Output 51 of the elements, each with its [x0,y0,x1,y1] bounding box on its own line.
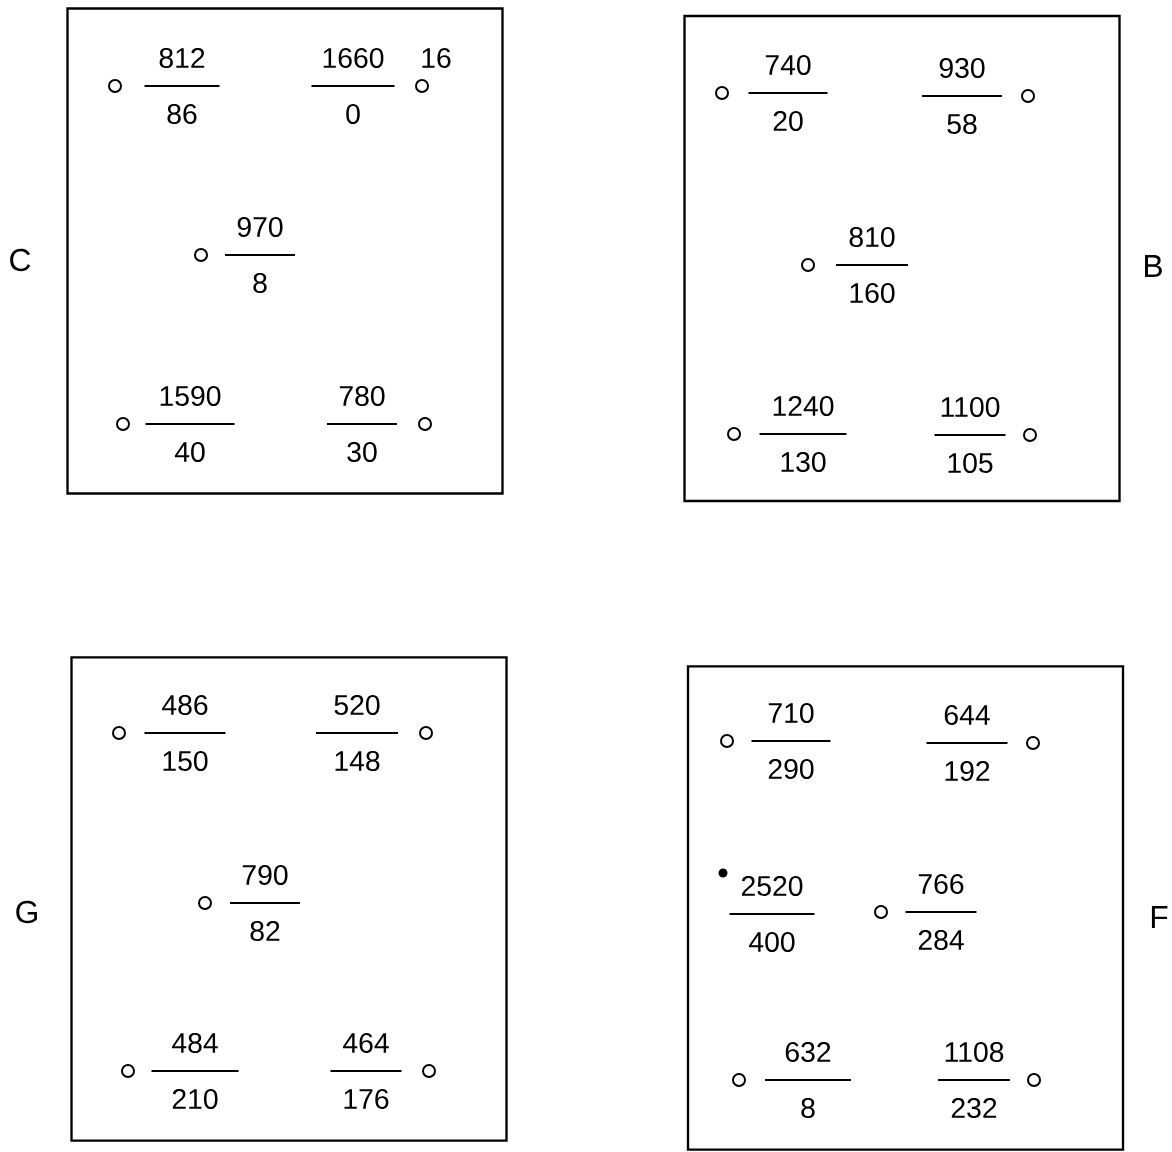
denominator: 82 [250,920,280,942]
denominator: 0 [346,103,360,125]
numerator: 970 [237,216,283,238]
side-number: 16 [422,47,451,69]
denominator: 86 [167,103,197,125]
denominator: 148 [335,750,380,772]
numerator: 1240 [773,395,834,417]
denominator: 20 [773,110,803,132]
numerator: 644 [944,704,990,726]
numerator: 632 [785,1041,831,1063]
denominator: 210 [172,1088,218,1110]
denominator: 232 [951,1097,997,1119]
numerator: 740 [765,54,811,76]
panel-box [70,656,508,1142]
denominator: 58 [947,113,977,135]
numerator: 520 [334,694,380,716]
panel-letter: C [10,248,31,272]
numerator: 930 [939,57,985,79]
numerator: 2520 [741,875,803,897]
numerator: 766 [918,873,964,895]
numerator: 486 [162,694,208,716]
denominator: 150 [163,750,208,772]
numerator: 484 [172,1032,218,1054]
numerator: 1660 [323,47,384,69]
numerator: 464 [343,1032,389,1054]
panel-box [66,7,504,495]
denominator: 284 [918,929,964,951]
panel-letter: F [1151,906,1168,928]
panel-box [686,665,1125,1151]
denominator: 160 [850,282,895,304]
numerator: 780 [339,385,385,407]
numerator: 1108 [945,1041,1004,1063]
numerator: 1590 [160,385,221,407]
denominator: 40 [174,441,205,463]
numerator: 810 [849,226,895,248]
numerator: 1100 [941,396,1000,418]
denominator: 130 [781,451,826,473]
denominator: 290 [768,758,814,780]
panel-letter: G [16,900,37,924]
denominator: 192 [945,760,990,782]
denominator: 176 [344,1088,389,1110]
denominator: 105 [948,452,993,474]
denominator: 30 [347,441,377,463]
denominator: 8 [801,1097,815,1119]
numerator: 790 [242,864,288,886]
numerator: 710 [768,702,814,724]
panel-box [683,14,1121,503]
panel-letter: B [1145,255,1162,277]
denominator: 400 [749,931,795,953]
numerator: 812 [159,47,205,69]
denominator: 8 [253,272,267,294]
